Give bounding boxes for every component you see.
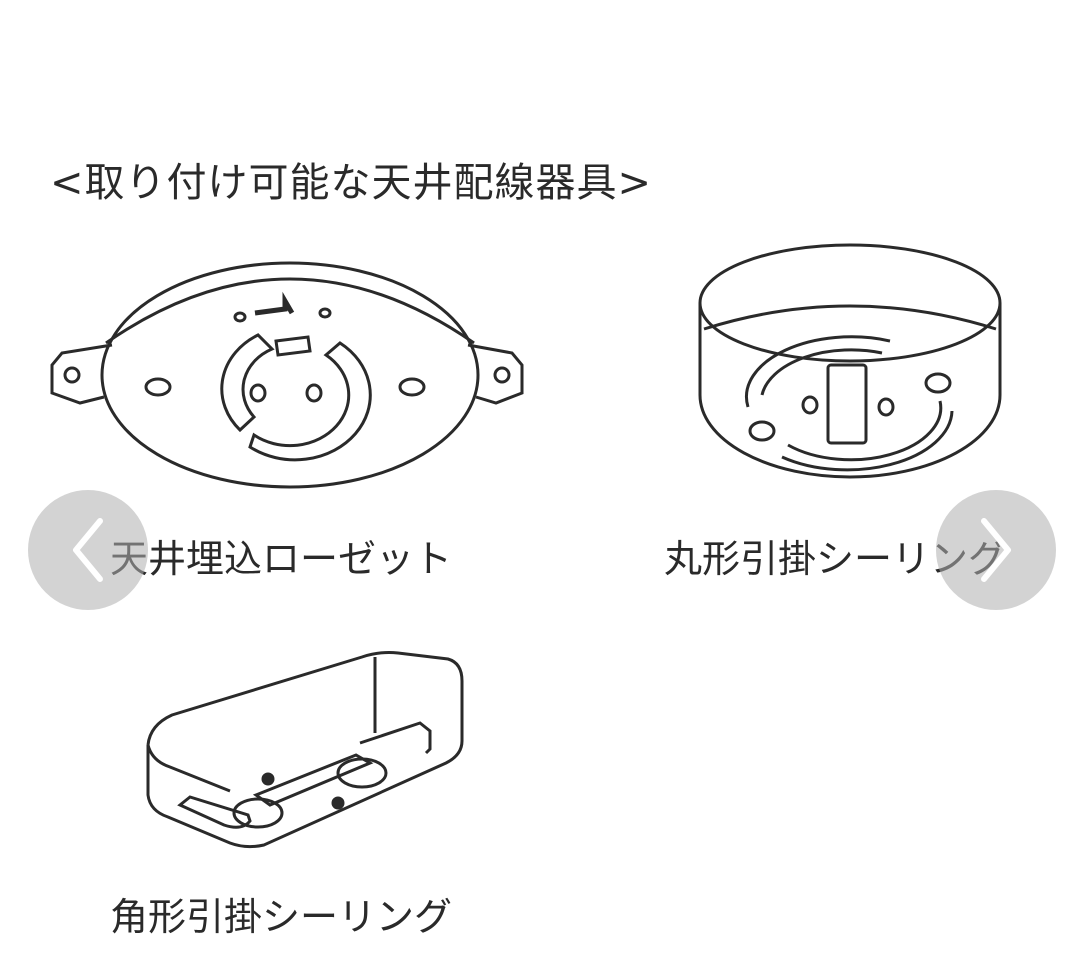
fixture-caption-rosette: 天井埋込ローゼット (110, 537, 453, 581)
fixture-caption-square: 角形引掛シーリング (110, 895, 453, 939)
carousel-prev-button[interactable] (28, 490, 148, 610)
carousel-next-button[interactable] (936, 490, 1056, 610)
chevron-left-icon (73, 518, 103, 582)
ceiling-rosette-illustration (50, 261, 524, 489)
chevron-right-icon (981, 518, 1011, 582)
round-ceiling-hook-illustration (698, 243, 1002, 479)
square-ceiling-hook-illustration (146, 651, 464, 849)
slide-title: <取り付け可能な天井配線器具> (50, 160, 653, 206)
